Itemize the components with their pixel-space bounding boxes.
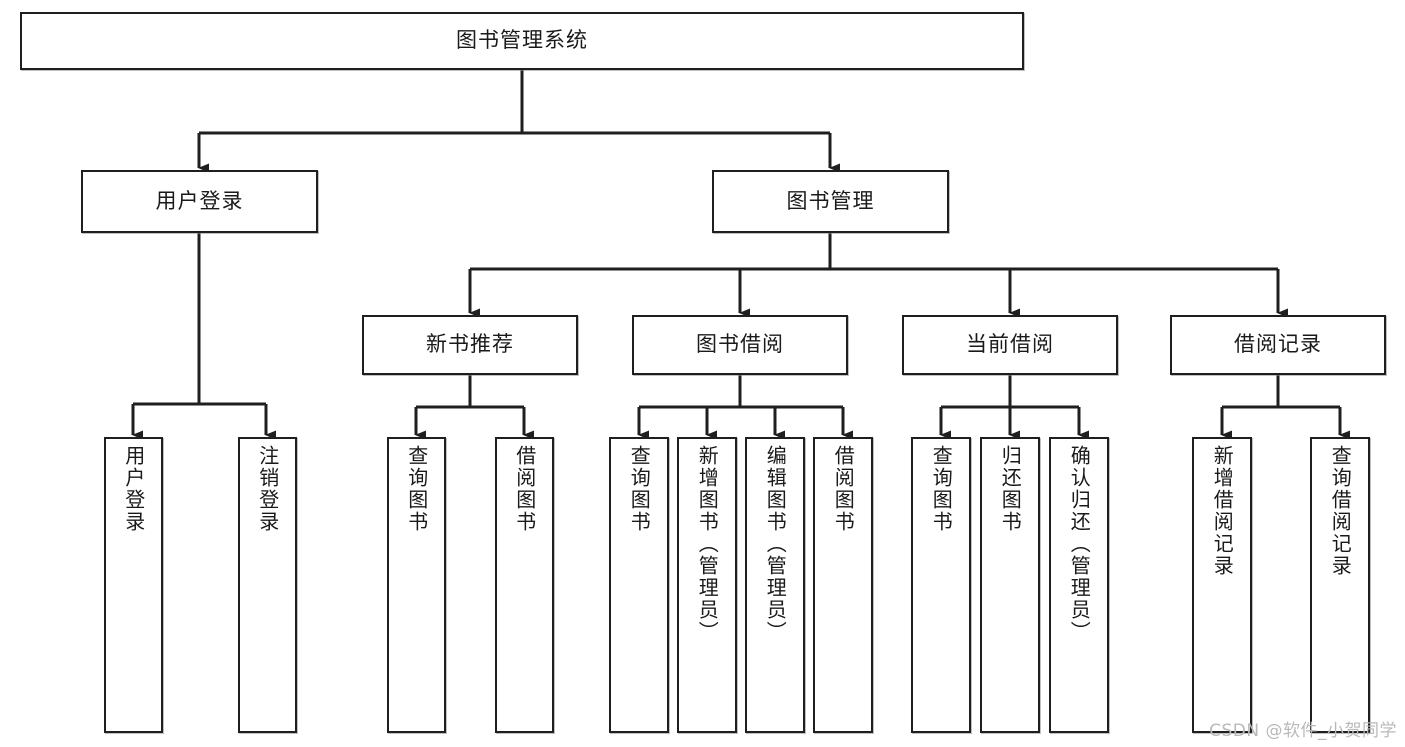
leaf-current-borrow-return[interactable]: 归还图书 <box>980 437 1040 733</box>
leaf-book-borrow-add[interactable]: 新增图书（管理员） <box>677 437 737 733</box>
leaf-user-login-logout[interactable]: 注销登录 <box>238 437 297 733</box>
leaf-book-borrow-edit[interactable]: 编辑图书（管理员） <box>745 437 805 733</box>
leaf-user-login-login[interactable]: 用户登录 <box>104 437 163 733</box>
node-label: 借阅记录 <box>1234 332 1322 357</box>
leaf-label: 新增借阅记录 <box>1210 445 1235 577</box>
leaf-current-borrow-confirm[interactable]: 确认归还（管理员） <box>1049 437 1109 733</box>
node-new-book-recommend[interactable]: 新书推荐 <box>362 315 578 375</box>
leaf-label: 借阅图书 <box>512 445 537 533</box>
node-user-login[interactable]: 用户登录 <box>81 170 318 233</box>
leaf-book-borrow-query[interactable]: 查询图书 <box>609 437 669 733</box>
node-borrow-record[interactable]: 借阅记录 <box>1170 315 1386 375</box>
leaf-new-book-borrow[interactable]: 借阅图书 <box>495 437 554 733</box>
leaf-label: 确认归还（管理员） <box>1067 445 1092 643</box>
leaf-label: 编辑图书（管理员） <box>763 445 788 643</box>
node-label: 图书管理 <box>786 188 875 213</box>
leaf-label: 新增图书（管理员） <box>695 445 720 643</box>
node-root-system[interactable]: 图书管理系统 <box>20 12 1024 70</box>
leaf-current-borrow-query[interactable]: 查询图书 <box>911 437 971 733</box>
leaf-label: 归还图书 <box>998 445 1023 533</box>
node-book-borrow[interactable]: 图书借阅 <box>632 315 848 375</box>
watermark-text: CSDN @软件_小贺同学 <box>1209 721 1397 741</box>
leaf-label: 查询图书 <box>404 445 429 533</box>
leaf-book-borrow-lend[interactable]: 借阅图书 <box>813 437 873 733</box>
leaf-label: 查询图书 <box>627 445 652 533</box>
node-label: 图书管理系统 <box>456 28 588 53</box>
node-label: 用户登录 <box>155 188 244 213</box>
leaf-label: 查询借阅记录 <box>1328 445 1353 577</box>
node-label: 新书推荐 <box>426 332 514 357</box>
leaf-new-book-query[interactable]: 查询图书 <box>387 437 446 733</box>
leaf-label: 借阅图书 <box>831 445 856 533</box>
leaf-borrow-record-query[interactable]: 查询借阅记录 <box>1310 437 1370 733</box>
node-current-borrow[interactable]: 当前借阅 <box>902 315 1118 375</box>
node-book-management[interactable]: 图书管理 <box>712 170 949 233</box>
leaf-label: 查询图书 <box>929 445 954 533</box>
leaf-label: 用户登录 <box>121 445 146 533</box>
node-label: 当前借阅 <box>966 332 1054 357</box>
node-label: 图书借阅 <box>696 332 784 357</box>
leaf-borrow-record-add[interactable]: 新增借阅记录 <box>1192 437 1252 733</box>
leaf-label: 注销登录 <box>255 445 280 533</box>
